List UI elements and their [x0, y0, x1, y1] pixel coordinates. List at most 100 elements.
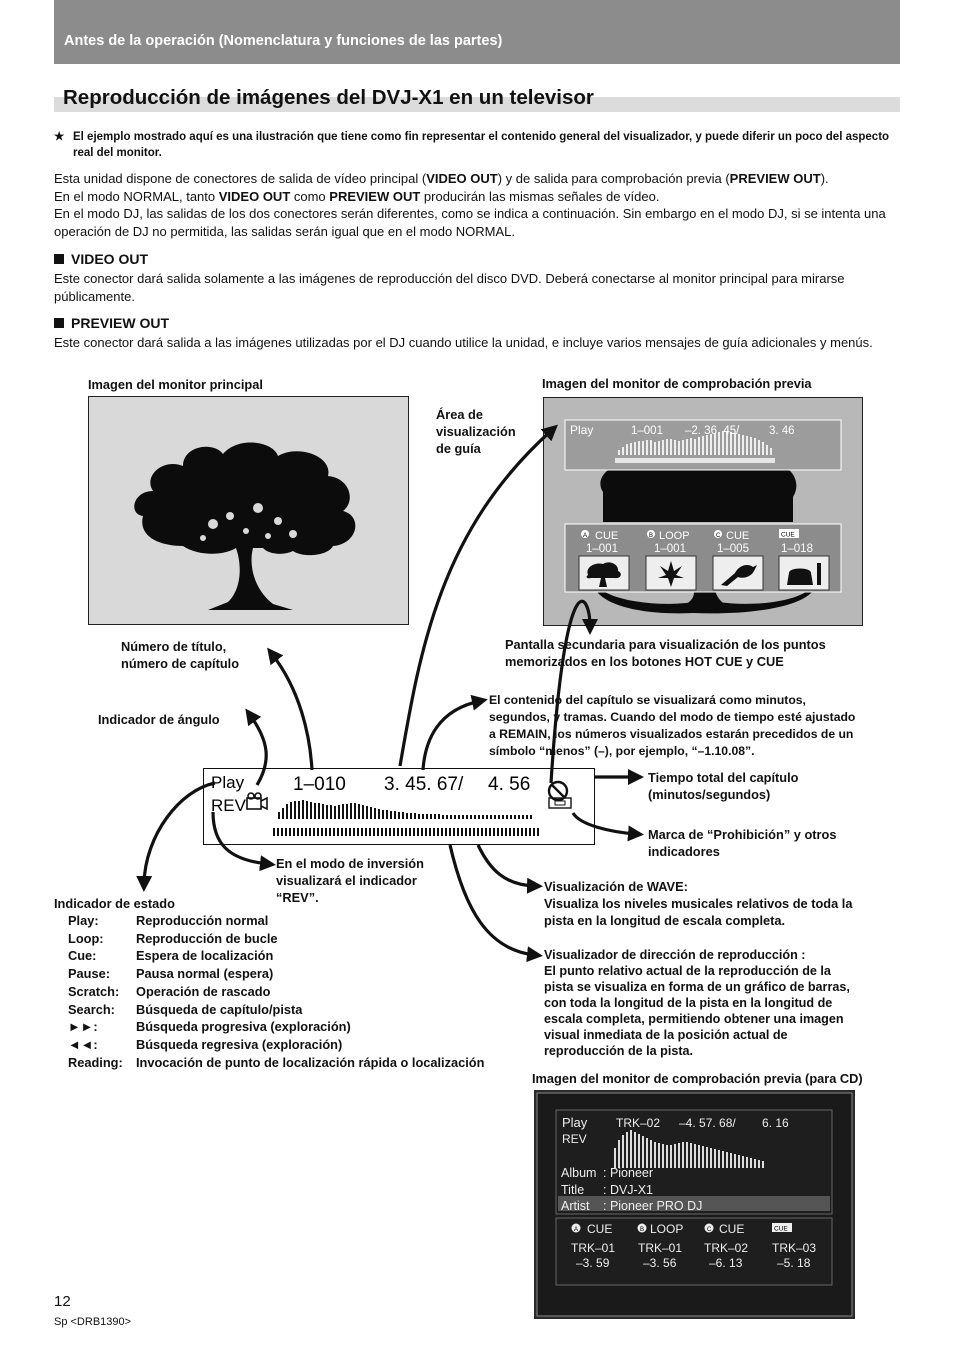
- svg-text:1–018: 1–018: [781, 543, 813, 555]
- cd-artist-value: : Pioneer PRO DJ: [603, 1199, 702, 1213]
- svg-text:CUE: CUE: [587, 1222, 612, 1236]
- svg-text:CUE: CUE: [595, 530, 618, 542]
- note-text: El ejemplo mostrado aquí es una ilustrac…: [73, 131, 890, 159]
- arrow-status: [136, 781, 216, 892]
- title-band: [54, 97, 900, 112]
- svg-text:TRK–01: TRK–01: [638, 1241, 682, 1255]
- lcd-total: 4. 56: [488, 774, 530, 795]
- intro-line-1: Esta unidad dispone de conectores de sal…: [54, 171, 829, 186]
- lcd-progress-bar: [273, 828, 539, 836]
- direction-label: Visualizador de dirección de reproducció…: [544, 948, 850, 1058]
- note: ★ El ejemplo mostrado aquí es una ilustr…: [54, 129, 900, 161]
- svg-text:–5. 18: –5. 18: [777, 1256, 811, 1270]
- list-item: Cue:Espera de localización: [68, 948, 274, 964]
- preview-out-text: Este conector dará salida a las imágenes…: [54, 335, 873, 350]
- svg-text:1–005: 1–005: [717, 543, 749, 555]
- main-monitor-image: [88, 396, 409, 625]
- intro-paragraph: Esta unidad dispone de conectores de sal…: [54, 170, 900, 240]
- list-item: Scratch:Operación de rascado: [68, 983, 271, 999]
- arrow-angle: [245, 708, 268, 786]
- lcd-wave-bars: [278, 800, 532, 819]
- square-bullet-icon: [54, 318, 64, 328]
- arrow-wave: [476, 844, 543, 894]
- svg-text:CUE: CUE: [726, 530, 749, 542]
- preview-progress: [615, 458, 775, 463]
- intro-line-3: En el modo DJ, las salidas de los dos co…: [54, 206, 886, 239]
- preview-cue-slots: A CUE 1–001 B LOOP 1–001 C CUE 1–005 CUE…: [581, 529, 813, 555]
- cd-album-value: : Pioneer: [603, 1166, 653, 1180]
- intro-line-2: En el modo NORMAL, tanto VIDEO OUT como …: [54, 188, 660, 204]
- total-time-label: Tiempo total del capítulo(minutos/segund…: [648, 770, 799, 802]
- preview-monitor-image: Play 1–001 –2. 36. 45/ 3. 46 A CUE 1–001…: [543, 397, 863, 626]
- cd-total: 6. 16: [762, 1116, 789, 1130]
- wave-label: Visualización de WAVE:Visualiza los nive…: [544, 879, 853, 928]
- svg-text:B: B: [640, 1227, 644, 1233]
- camera-icon: [246, 792, 268, 811]
- list-item: Play:Reproducción normal: [68, 913, 269, 928]
- cd-rev: REV: [562, 1132, 587, 1146]
- lcd-chapter: 1–010: [293, 774, 346, 795]
- svg-text:C: C: [716, 533, 721, 539]
- list-item: Loop:Reproducción de bucle: [68, 930, 278, 946]
- svg-text:–3. 56: –3. 56: [643, 1256, 677, 1270]
- doc-code: Sp <DRB1390>: [54, 1316, 132, 1328]
- preview-total: 3. 46: [769, 425, 795, 437]
- lcd-time: 3. 45. 67/: [384, 774, 464, 795]
- star-icon: ★: [54, 131, 65, 143]
- cd-title-value: : DVJ-X1: [603, 1183, 653, 1197]
- cd-cue-slots: A CUE TRK–01 –3. 59 B LOOP TRK–01 –3. 56…: [571, 1222, 816, 1270]
- main-monitor-label: Imagen del monitor principal: [88, 377, 263, 392]
- cd-title-key: Title: [561, 1183, 584, 1197]
- lcd-rev: REV: [211, 796, 247, 815]
- chapter-content-label: El contenido del capítulo se visualizará…: [489, 693, 856, 758]
- tree-silhouette: [134, 442, 356, 610]
- cd-wave-bars: [614, 1130, 764, 1168]
- cd-track: TRK–02: [616, 1116, 660, 1130]
- video-out-text: Este conector dará salida solamente a la…: [54, 271, 845, 304]
- svg-text:A: A: [583, 533, 587, 539]
- preview-monitor-label: Imagen del monitor de comprobación previ…: [542, 376, 812, 391]
- svg-text:CUE: CUE: [781, 532, 795, 539]
- svg-text:1–001: 1–001: [654, 543, 686, 555]
- svg-text:–3. 59: –3. 59: [576, 1256, 610, 1270]
- lcd-play: Play: [211, 773, 245, 792]
- svg-text:TRK–01: TRK–01: [571, 1241, 615, 1255]
- page-number: 12: [54, 1293, 71, 1310]
- title-chapter-label: Número de título,número de capítulo: [121, 639, 240, 671]
- header-bar: [54, 0, 900, 64]
- arrow-guide-area: [398, 424, 558, 767]
- cd-artist-key: Artist: [561, 1199, 590, 1213]
- list-item: ◄◄:Búsqueda regresiva (exploración): [68, 1036, 343, 1052]
- svg-text:LOOP: LOOP: [659, 530, 690, 542]
- page-title: Reproducción de imágenes del DVJ-X1 en u…: [63, 86, 594, 109]
- cd-album-key: Album: [561, 1166, 596, 1180]
- list-item: Pause:Pausa normal (espera): [68, 966, 274, 982]
- svg-text:TRK–02: TRK–02: [704, 1241, 748, 1255]
- svg-text:–6. 13: –6. 13: [709, 1256, 743, 1270]
- svg-text:B: B: [649, 533, 653, 539]
- prohibition-icon: [547, 780, 572, 809]
- svg-text:LOOP: LOOP: [650, 1222, 683, 1236]
- video-out-heading: VIDEO OUT: [54, 251, 148, 267]
- arrow-chapter-content: [421, 694, 488, 771]
- square-bullet-icon: [54, 254, 64, 264]
- preview-thumbnails: [578, 555, 830, 591]
- section-header: Antes de la operación (Nomenclatura y fu…: [64, 33, 503, 49]
- arrow-reverse: [211, 811, 276, 872]
- list-item: Search:Búsqueda de capítulo/pista: [68, 1001, 303, 1017]
- arrow-secondary-screen: [549, 599, 598, 784]
- svg-text:CUE: CUE: [774, 1226, 788, 1233]
- preview-wave-bars: [618, 431, 772, 455]
- angle-label: Indicador de ángulo: [98, 712, 220, 727]
- arrow-title-chapter: [267, 647, 314, 771]
- list-item: ►►:Búsqueda progresiva (exploración): [68, 1019, 351, 1035]
- svg-text:A: A: [574, 1227, 578, 1233]
- svg-text:1–001: 1–001: [586, 543, 618, 555]
- svg-text:CUE: CUE: [719, 1222, 744, 1236]
- preview-play: Play: [570, 423, 593, 437]
- list-item: Reading:Invocación de punto de localizac…: [68, 1054, 485, 1070]
